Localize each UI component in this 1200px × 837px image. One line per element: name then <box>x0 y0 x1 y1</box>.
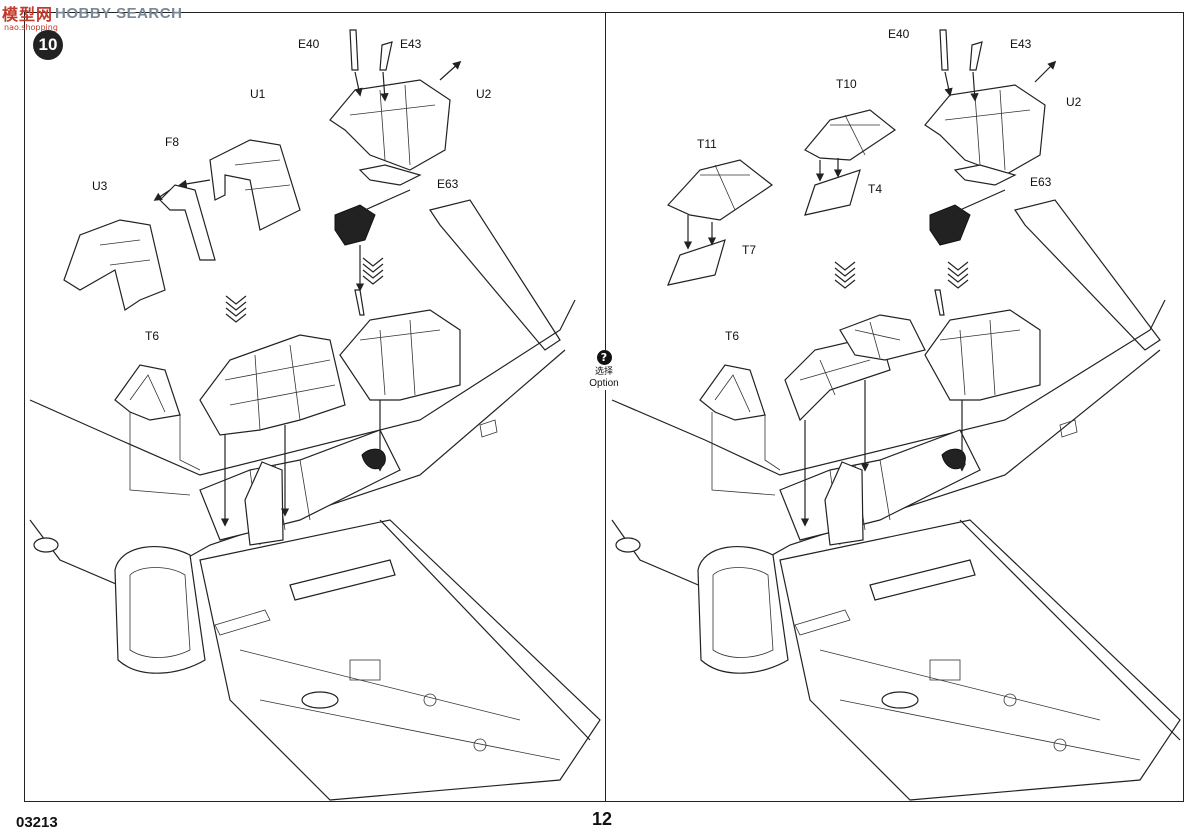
right-panel-drawing: E40 E43 T10 U2 T11 E63 T4 T7 T6 <box>611 27 1181 801</box>
left-wingtip-light <box>33 537 59 553</box>
part-t7 <box>667 239 726 286</box>
label-t10: T10 <box>836 77 857 91</box>
part-t6-right <box>699 364 766 421</box>
watermark: 模型网 HOBBY SEARCH <box>2 2 183 25</box>
option-label-cn: 选择 <box>594 367 613 377</box>
label-t6: T6 <box>145 329 159 343</box>
right-machine-gun <box>929 204 971 246</box>
part-u3 <box>63 219 166 311</box>
part-t4 <box>804 169 861 216</box>
left-canopy-parts <box>63 29 462 527</box>
right-aircraft <box>611 199 1181 801</box>
part-t6 <box>114 364 181 421</box>
watermark-logo: 模型网 <box>2 5 54 24</box>
part-t11 <box>667 159 774 221</box>
label-e43: E43 <box>400 37 422 51</box>
part-t10 <box>804 109 897 161</box>
label-t11: T11 <box>697 137 717 151</box>
left-labels: E40 E43 U1 U2 F8 U3 E63 T6 <box>92 37 492 343</box>
left-down-arrow-2 <box>362 257 384 285</box>
right-down-arrow-2 <box>947 261 969 289</box>
assembled-front-canopy <box>339 309 461 401</box>
assembled-rear-canopy <box>199 334 346 436</box>
right-labels: E40 E43 T10 U2 T11 E63 T4 T7 T6 <box>697 27 1082 343</box>
label-t7: T7 <box>742 243 756 257</box>
right-down-arrow-1 <box>834 261 856 289</box>
left-machine-gun <box>334 204 376 246</box>
left-wing-bulge <box>301 691 339 709</box>
right-canopy-parts <box>667 29 1057 527</box>
part-f8 <box>159 184 216 261</box>
label-u2: U2 <box>476 87 492 101</box>
watermark-url: nao.shopping <box>4 23 58 32</box>
panel-divider <box>605 12 606 802</box>
right-seat-armor <box>824 461 864 546</box>
label-u2-right: U2 <box>1066 95 1082 109</box>
label-f8: F8 <box>165 135 179 149</box>
page-frame <box>24 12 1184 802</box>
right-wing-bulge <box>881 691 919 709</box>
part-e40 <box>349 29 359 71</box>
part-e43 <box>379 41 393 71</box>
part-e63-right <box>953 164 1017 186</box>
label-e43-right: E43 <box>1010 37 1032 51</box>
option-label-en: Option <box>589 378 619 389</box>
label-e63: E63 <box>437 177 459 191</box>
part-u1 <box>209 139 301 231</box>
assembled-front-canopy-right <box>924 309 1041 401</box>
label-u3: U3 <box>92 179 108 193</box>
label-u1: U1 <box>250 87 266 101</box>
label-t6-right: T6 <box>725 329 739 343</box>
left-aircraft <box>29 199 601 801</box>
page-number: 12 <box>592 809 613 829</box>
option-marker: ? 选择 Option <box>582 350 626 390</box>
watermark-brand: HOBBY SEARCH <box>55 4 183 22</box>
part-e63 <box>358 164 422 186</box>
left-panel-drawing: E40 E43 U1 U2 F8 U3 E63 T6 <box>29 29 601 801</box>
label-e63-right: E63 <box>1030 175 1052 189</box>
label-e40: E40 <box>298 37 320 51</box>
label-e40-right: E40 <box>888 27 910 41</box>
left-seat-armor <box>244 461 284 546</box>
part-e40-right <box>939 29 949 71</box>
step-number-badge: 10 <box>33 30 63 60</box>
product-code: 03213 <box>16 814 58 831</box>
part-u2 <box>329 79 451 171</box>
question-icon: ? <box>596 350 612 365</box>
part-e43-right <box>969 41 983 71</box>
right-wingtip-light <box>615 537 641 553</box>
part-u2-right <box>924 84 1046 176</box>
label-t4: T4 <box>868 182 882 196</box>
left-down-arrow-1 <box>225 295 247 323</box>
